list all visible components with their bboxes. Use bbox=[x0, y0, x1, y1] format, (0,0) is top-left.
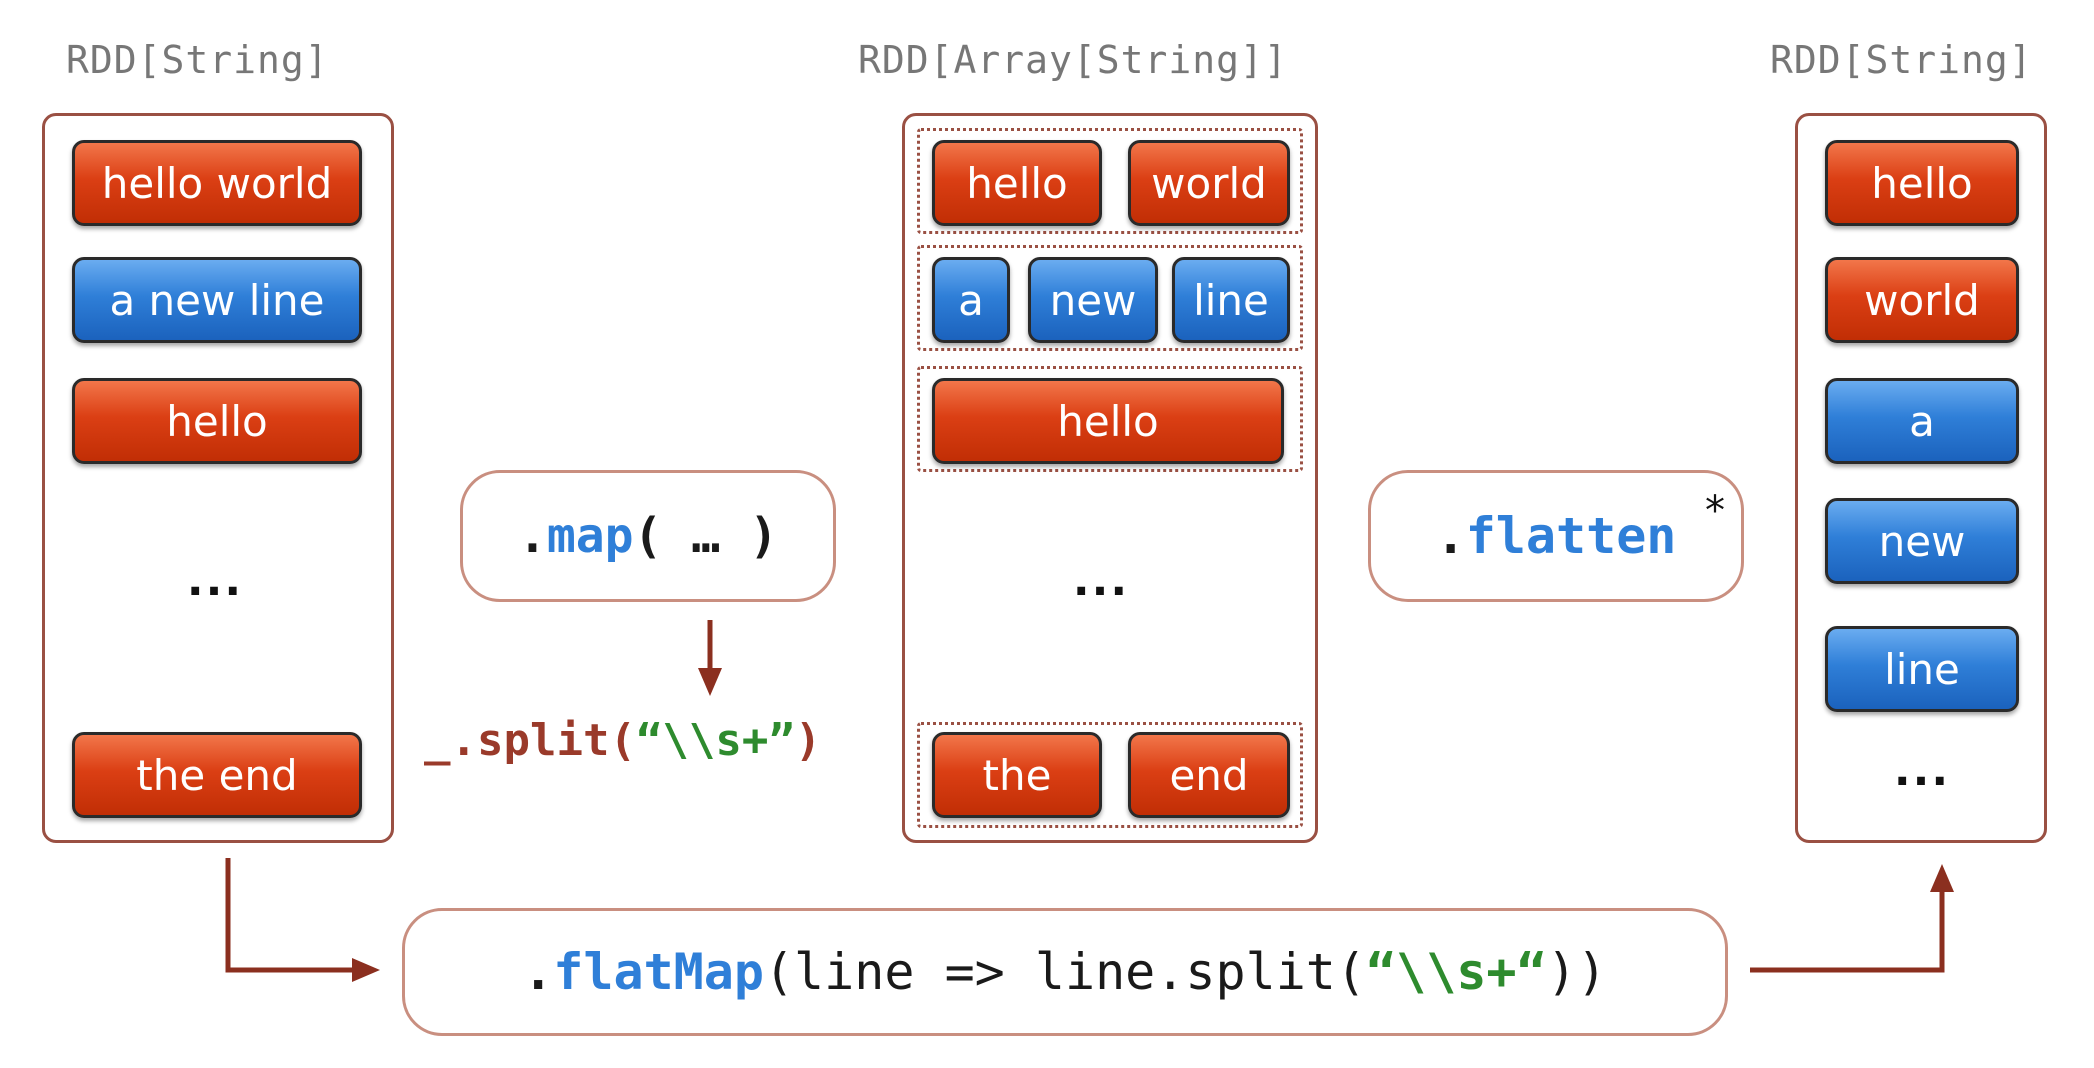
flatmap-name: flatMap bbox=[553, 943, 764, 1001]
split-underscore: _ bbox=[424, 715, 451, 766]
map-name: map bbox=[546, 508, 634, 564]
split-function: _.split(“\\s+”) bbox=[424, 715, 821, 766]
middle-rdd-panel bbox=[902, 113, 1318, 843]
array-2-item-2: new bbox=[1028, 257, 1158, 343]
map-to-split-arrow bbox=[698, 620, 722, 696]
left-rdd-label: RDD[String] bbox=[66, 38, 329, 82]
array-1-item-2: world bbox=[1128, 140, 1290, 226]
right-ellipsis: ... bbox=[1893, 745, 1951, 796]
flatten-operation-box: .flatten bbox=[1368, 470, 1744, 602]
left-item-1: hello world bbox=[72, 140, 362, 226]
array-group-4 bbox=[917, 722, 1303, 828]
right-item-2: world bbox=[1825, 257, 2019, 343]
right-item-4: new bbox=[1825, 498, 2019, 584]
left-item-3: hello bbox=[72, 378, 362, 464]
map-dot: . bbox=[517, 508, 547, 564]
right-rdd-label: RDD[String] bbox=[1770, 38, 2033, 82]
flatmap-to-right-arrow bbox=[1750, 864, 1954, 973]
map-operation-box: .map( … ) bbox=[460, 470, 836, 602]
left-item-2: a new line bbox=[72, 257, 362, 343]
left-to-flatmap-arrow bbox=[225, 858, 380, 982]
right-rdd-panel bbox=[1795, 113, 2047, 843]
flatmap-arg: “\\s+“ bbox=[1366, 943, 1547, 1001]
flatmap-operation-box: .flatMap(line => line.split(“\\s+“)) bbox=[402, 908, 1728, 1036]
flatmap-dot: . bbox=[523, 943, 554, 1001]
array-group-1 bbox=[917, 128, 1303, 234]
left-item-4: the end bbox=[72, 732, 362, 818]
array-2-item-1: a bbox=[932, 257, 1010, 343]
array-4-item-2: end bbox=[1128, 732, 1290, 818]
array-4-item-1: the bbox=[932, 732, 1102, 818]
flatmap-args-start: (line => line.split( bbox=[763, 943, 1367, 1001]
split-arg: “\\s+” bbox=[635, 715, 795, 766]
array-group-3 bbox=[917, 366, 1303, 472]
middle-ellipsis: ... bbox=[1072, 555, 1130, 606]
split-close: ) bbox=[794, 715, 822, 766]
right-item-5: line bbox=[1825, 626, 2019, 712]
left-rdd-panel bbox=[42, 113, 394, 843]
array-group-2 bbox=[917, 245, 1303, 351]
array-3-item-1: hello bbox=[932, 378, 1284, 464]
flatten-name: flatten bbox=[1465, 507, 1677, 565]
flatmap-args-end: )) bbox=[1546, 943, 1607, 1001]
flatten-dot: . bbox=[1435, 507, 1466, 565]
right-item-3: a bbox=[1825, 378, 2019, 464]
middle-rdd-label: RDD[Array[String]] bbox=[858, 38, 1288, 82]
array-1-item-1: hello bbox=[932, 140, 1102, 226]
map-args: ( … ) bbox=[633, 508, 779, 564]
array-2-item-3: line bbox=[1172, 257, 1290, 343]
right-item-1: hello bbox=[1825, 140, 2019, 226]
flatten-footnote-mark: * bbox=[1705, 488, 1725, 534]
split-method: .split( bbox=[450, 715, 636, 766]
left-ellipsis: ... bbox=[186, 555, 244, 606]
